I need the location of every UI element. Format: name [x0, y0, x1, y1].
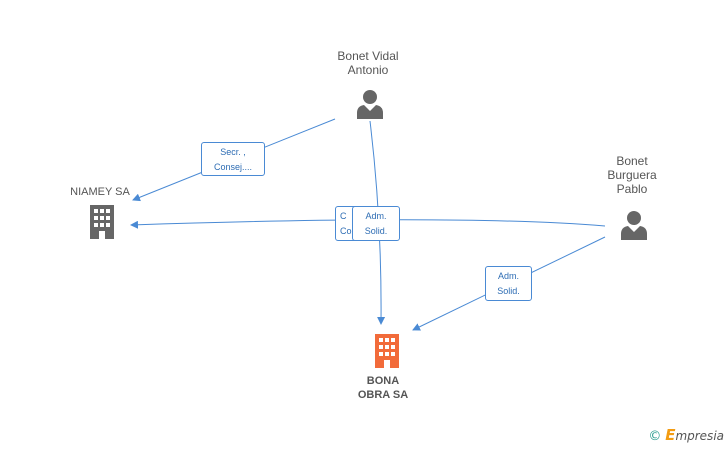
node-label-line: Bonet Vidal: [337, 49, 399, 63]
node-label-line: Burguera: [607, 168, 657, 182]
node-label-niamey[interactable]: NIAMEY SA: [50, 185, 150, 199]
node-label-bonet-burguera[interactable]: Bonet Burguera Pablo: [592, 154, 672, 196]
edge-label-adm-solid-1[interactable]: Adm. Solid.: [352, 206, 400, 241]
empresia-logo-text: mpresia: [675, 429, 724, 443]
edge-label-secr-consej[interactable]: Secr. , Consej....: [201, 142, 265, 176]
node-label-line: Pablo: [616, 182, 648, 196]
edge-label-line: C: [340, 211, 347, 221]
node-label-line: Antonio: [347, 63, 389, 77]
node-label-line: Bonet: [616, 154, 648, 168]
edge-label-line: Secr. ,: [220, 147, 246, 157]
edge-label-line: Consej....: [213, 162, 253, 172]
node-label-line: OBRA SA: [357, 389, 409, 401]
edge-label-line: Adm.: [497, 271, 519, 281]
edge-label-line: Solid.: [364, 226, 388, 236]
person-icon[interactable]: [620, 210, 648, 240]
edge-bonetburguera-niamey: [130, 219, 606, 229]
edge-label-line: Adm.: [365, 211, 387, 221]
node-label-bonet-vidal[interactable]: Bonet Vidal Antonio: [318, 49, 418, 77]
building-icon[interactable]: [86, 205, 118, 239]
node-label-line: BONA: [366, 375, 400, 387]
building-icon-main[interactable]: [371, 334, 403, 368]
edge-label-line: Co: [340, 226, 352, 236]
edge-label-adm-solid-2[interactable]: Adm. Solid.: [485, 266, 532, 301]
empresia-watermark: © Empresia: [648, 426, 724, 444]
node-label-bona-obra[interactable]: BONA OBRA SA: [333, 374, 433, 402]
person-icon[interactable]: [356, 89, 384, 119]
copyright-symbol: ©: [648, 429, 662, 444]
edge-label-line: Solid.: [497, 286, 520, 296]
node-label-line: NIAMEY SA: [70, 186, 130, 198]
empresia-logo-initial: E: [665, 426, 676, 444]
